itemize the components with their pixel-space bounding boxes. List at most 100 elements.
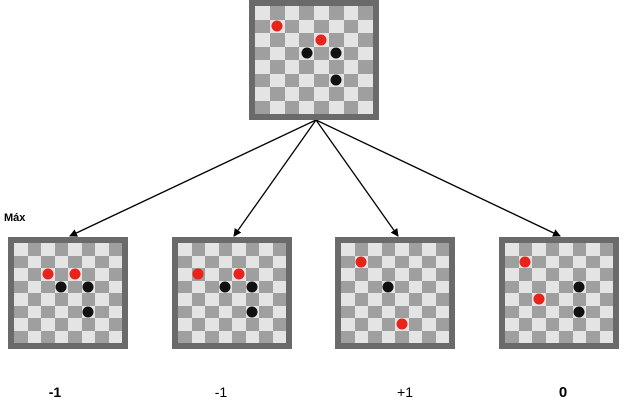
board-square [108,305,122,318]
board-square [259,318,273,331]
board-square [178,268,192,281]
board-square [284,100,300,114]
board-square [259,243,273,256]
board-square [108,318,122,331]
board-square [14,243,28,256]
board-square [178,293,192,306]
board-square [572,293,586,306]
board-square [68,293,82,306]
board-square [108,293,122,306]
board-square [368,280,382,293]
board-square [299,87,314,101]
board-square [299,19,314,33]
board-square [245,330,259,343]
board-square [27,280,41,293]
board-square [245,318,259,331]
board-square [368,293,382,306]
board-square [518,268,532,281]
board-square [354,330,368,343]
board-square [205,243,219,256]
board-square [272,268,286,281]
board-square [599,318,613,331]
board-square [299,60,314,74]
board-square [354,293,368,306]
board-square [269,73,285,87]
board-square [245,268,259,281]
board-square [269,60,285,74]
board-square [328,100,344,114]
board-square [255,33,270,47]
red-piece [69,268,81,280]
board-square [381,305,395,318]
board-square [27,318,41,331]
board-square [314,87,329,101]
board-square [191,280,205,293]
board-square [354,243,368,256]
board-square [586,330,600,343]
board-square [269,46,285,60]
board-square [284,87,300,101]
board-square [95,330,109,343]
board-square [272,305,286,318]
board-square [218,255,232,268]
board-square [435,293,449,306]
red-piece [396,318,408,330]
board-square [435,243,449,256]
child-board-2 [172,237,292,349]
board-square [81,255,95,268]
board-square [27,293,41,306]
board-square [205,255,219,268]
board-square [178,255,192,268]
board-square [255,73,270,87]
red-piece [355,256,367,268]
board-square [41,280,55,293]
board-square [559,255,573,268]
score-child-2: -1 [214,384,228,400]
board-square [299,73,314,87]
board-square [545,330,559,343]
board-square [341,293,355,306]
board-square [354,268,368,281]
board-square [232,305,246,318]
board-square [358,46,373,60]
board-square [343,73,359,87]
board-square [218,305,232,318]
board-square [559,318,573,331]
score-child-4: 0 [558,384,568,401]
board-square [328,19,344,33]
board-square [381,293,395,306]
board-square [54,330,68,343]
board-square [272,330,286,343]
board-square [328,60,344,74]
board-square [314,46,329,60]
board-square [205,293,219,306]
board-square [232,255,246,268]
board-square [532,280,546,293]
board-square [284,19,300,33]
board-square [95,280,109,293]
red-piece [315,34,327,46]
board-square [559,280,573,293]
black-piece [246,306,258,318]
board-square [408,293,422,306]
board-square [395,293,409,306]
black-piece [573,281,585,293]
board-square [343,19,359,33]
board-square [54,243,68,256]
board-square [395,268,409,281]
board-square [381,318,395,331]
board-square [232,280,246,293]
board-square [586,255,600,268]
board-square [395,305,409,318]
board-square [108,255,122,268]
board-square [81,268,95,281]
board-square [532,318,546,331]
board-square [259,255,273,268]
board-square [368,305,382,318]
board-square [272,293,286,306]
child-board-3 [335,237,455,349]
root-board [249,0,379,120]
board-square [545,268,559,281]
board-square [259,280,273,293]
